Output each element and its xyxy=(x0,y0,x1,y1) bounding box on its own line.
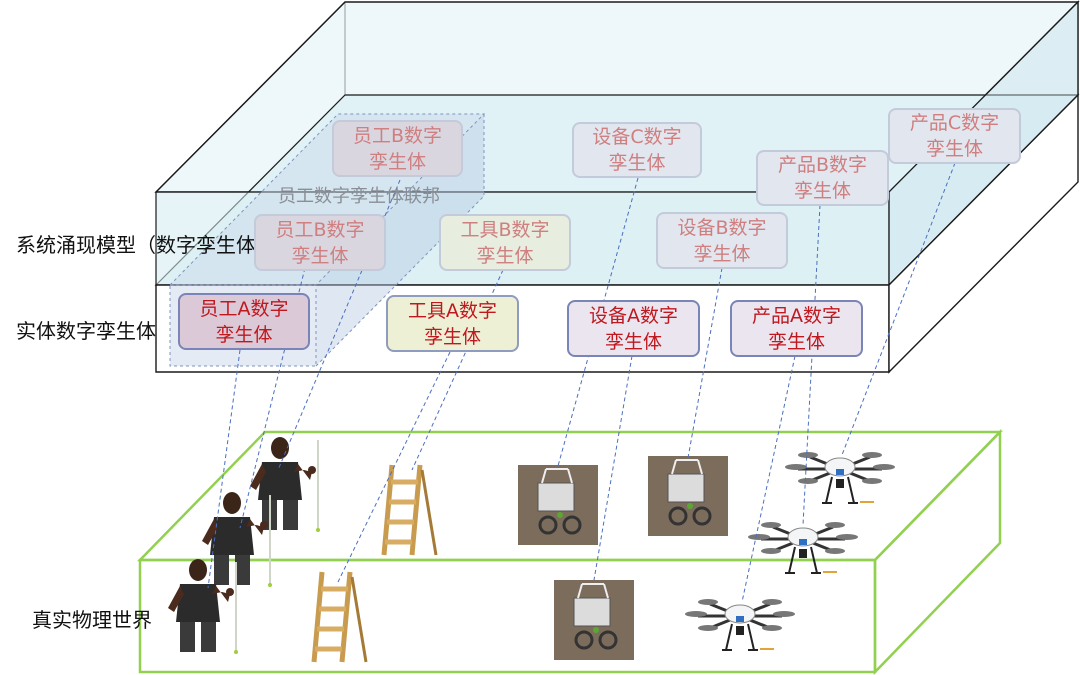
twin-employee-b-back: 员工B数字 孪生体 xyxy=(332,120,463,177)
drone-icon xyxy=(783,450,897,505)
ladder-icon xyxy=(384,465,436,555)
drone-icon xyxy=(683,597,797,652)
machine-icon xyxy=(646,454,730,538)
link-line xyxy=(741,355,796,603)
machine-icon xyxy=(516,463,600,547)
physical-layer-label: 真实物理世界 xyxy=(32,608,152,632)
entity-layer-label: 实体数字孪生体 xyxy=(16,319,156,343)
ladder-icon xyxy=(314,572,366,662)
twin-product-a: 产品A数字 孪生体 xyxy=(730,300,863,357)
twin-device-a: 设备A数字 孪生体 xyxy=(567,300,700,357)
machine-icon xyxy=(552,578,636,662)
person-icon xyxy=(249,436,321,533)
federation-label: 员工数字孪生体联邦 xyxy=(278,186,440,207)
twin-employee-a: 员工A数字 孪生体 xyxy=(178,293,310,350)
physical-objects xyxy=(167,436,897,662)
twin-product-c: 产品C数字 孪生体 xyxy=(888,108,1021,164)
twin-tool-b: 工具B数字 孪生体 xyxy=(439,214,571,271)
twin-product-b: 产品B数字 孪生体 xyxy=(756,150,889,206)
twin-tool-a: 工具A数字 孪生体 xyxy=(386,295,519,352)
drone-icon xyxy=(746,520,860,575)
twin-employee-b-front: 员工B数字 孪生体 xyxy=(254,214,386,271)
link-line xyxy=(841,162,956,456)
twin-device-b: 设备B数字 孪生体 xyxy=(656,212,788,269)
link-line xyxy=(207,349,241,589)
twin-device-c: 设备C数字 孪生体 xyxy=(572,122,702,178)
link-line xyxy=(337,351,451,583)
link-line xyxy=(593,355,633,581)
entity-layer-box xyxy=(155,93,1079,374)
physical-world-box xyxy=(137,428,1003,675)
link-line xyxy=(802,204,821,526)
system-layer-label: 系统涌现模型（数字孪生体） xyxy=(16,233,276,257)
